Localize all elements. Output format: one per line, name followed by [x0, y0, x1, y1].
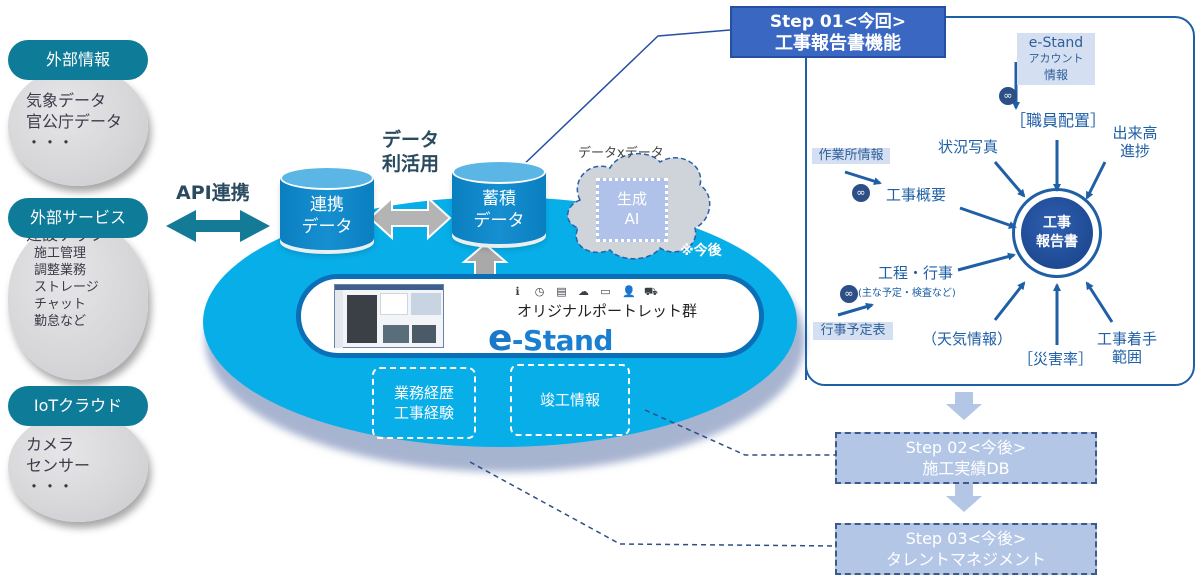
source-subline: 調整業務 — [34, 263, 87, 278]
account-info-tag: e-Stand アカウント 情報 — [1017, 33, 1095, 85]
staff-allocation-label: ［職員配置］ — [1010, 111, 1107, 130]
site-info-tag: 作業所情報 — [812, 148, 890, 164]
source-subline: 施工管理 — [34, 246, 87, 261]
step02-box: Step 02<今後> 施工実績DB — [835, 432, 1097, 484]
status-photos-label: 状況写真 — [938, 138, 999, 156]
source-line: 官公庁データ — [26, 112, 123, 131]
source-lines: 建設テック 施工管理 調整業務 ストレージ チャット 勤怠など — [26, 224, 106, 330]
construction-report-hub: 工事 報告書 — [1021, 197, 1093, 269]
source-title-pill: 外部情報 — [8, 40, 148, 80]
source-line: ・・・ — [26, 133, 75, 152]
weather-icon: ☁ — [578, 285, 589, 298]
weather-info-label: （天気情報） — [922, 330, 1013, 348]
source-lines: 気象データ 官公庁データ ・・・ — [26, 90, 122, 153]
source-subline: 勤怠など — [34, 314, 87, 329]
cylinder-label: 連携 データ — [301, 195, 353, 237]
cylinder-body — [280, 178, 374, 250]
source-lines: カメラ センサー ・・・ — [26, 434, 90, 497]
link-icon: ∞ — [999, 87, 1017, 105]
completion-info-box: 竣工情報 — [510, 364, 630, 436]
step03-box: Step 03<今後> タレントマネジメント — [835, 523, 1097, 575]
work-history-box: 業務経歴 工事経験 — [372, 367, 476, 439]
source-line: センサー — [26, 456, 91, 475]
truck-icon: ⛟ — [644, 285, 658, 298]
future-note: ※今後 — [680, 243, 722, 259]
portlet-group-label: オリジナルポートレット群 — [517, 302, 698, 320]
step01-connector-line — [517, 29, 731, 171]
report-hub-ring — [1012, 188, 1102, 278]
accident-rate-label: ［災害率］ — [1018, 350, 1094, 368]
cylinder-top — [280, 166, 374, 190]
source-bubble: カメラ センサー ・・・ — [8, 412, 148, 522]
linked-data-cylinder: 連携 データ — [280, 166, 374, 260]
cylinder-body — [452, 172, 546, 244]
source-external-services: 建設テック 施工管理 調整業務 ストレージ チャット 勤怠など 外部サービス — [8, 198, 156, 398]
calendar-icon: ▭ — [600, 285, 611, 298]
step01-header: Step 01<今回> 工事報告書機能 — [730, 6, 946, 58]
source-bubble: 気象データ 官公庁データ ・・・ — [8, 66, 148, 186]
report-input-arrows — [837, 62, 1114, 345]
label-line: データ — [382, 129, 440, 151]
document-icon: ▤ — [556, 285, 567, 298]
progress-label: 出来高 進捗 — [1112, 124, 1158, 160]
generative-ai-box: 生成 AI — [596, 178, 668, 242]
source-subline: ストレージ — [34, 280, 99, 295]
source-bubble: 建設テック 施工管理 調整業務 ストレージ チャット 勤怠など — [8, 220, 148, 380]
process-events-label: 工程・行事 — [878, 264, 954, 282]
source-subline: チャット — [34, 297, 86, 312]
source-iot-cloud: カメラ センサー ・・・ IoTクラウド — [8, 386, 156, 546]
person-icon: 👤 — [622, 285, 636, 298]
info-icon: ℹ — [515, 285, 520, 298]
label-line: 利活用 — [382, 153, 440, 175]
schedule-tag: 行事予定表 — [813, 322, 893, 340]
report-function-frame — [805, 16, 1195, 386]
api-double-arrow — [166, 210, 270, 242]
future-step-arrows — [946, 392, 982, 512]
source-title-pill: IoTクラウド — [8, 386, 148, 426]
link-line-step03 — [469, 461, 836, 547]
data-utilization-label: データ 利活用 — [382, 128, 439, 176]
work-scope-label: 工事着手 範囲 — [1096, 330, 1157, 366]
construction-overview-label: 工事概要 — [886, 186, 947, 204]
stored-data-cylinder: 蓄積 データ — [452, 160, 546, 254]
data-x-data-label: データxデータ — [578, 146, 664, 161]
estand-logo: e-Stand — [488, 318, 613, 359]
cylinder-label: 蓄積 データ — [473, 189, 525, 231]
source-external-info: 気象データ 官公庁データ ・・・ 外部情報 — [8, 40, 156, 200]
portal-screenshot — [334, 284, 444, 348]
portlet-icons: ℹ ◷ ▤ ☁ ▭ 👤 ⛟ — [512, 285, 658, 300]
cylinder-top — [452, 160, 546, 184]
link-icon: ∞ — [852, 184, 870, 202]
source-line: ・・・ — [26, 477, 75, 496]
api-link-label: API連携 — [176, 182, 250, 204]
source-line: 気象データ — [26, 91, 107, 110]
clock-icon: ◷ — [534, 285, 545, 298]
data-exchange-arrow — [368, 195, 452, 241]
link-icon: ∞ — [840, 285, 858, 303]
source-line: カメラ — [26, 435, 75, 454]
source-title-pill: 外部サービス — [8, 198, 148, 238]
link-line-step02 — [644, 409, 835, 456]
process-events-sublabel: (主な予定・検査など) — [858, 288, 956, 299]
